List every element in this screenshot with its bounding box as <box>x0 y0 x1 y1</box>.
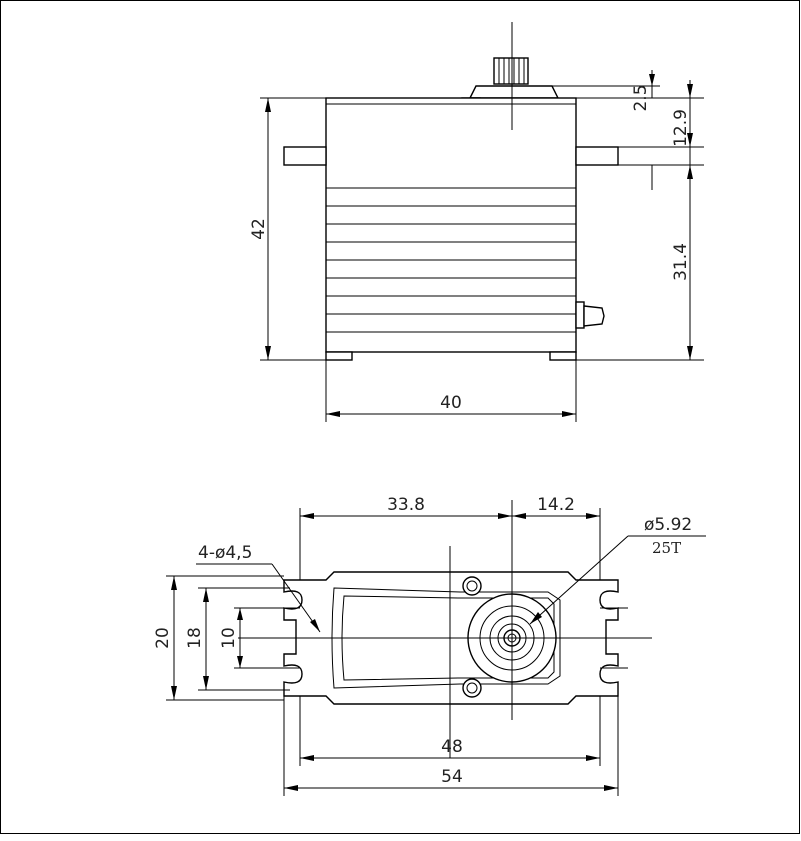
dim-top-to-tab-label: 12.9 <box>671 109 691 147</box>
case-screw-bottom <box>462 678 482 698</box>
dim-tab-to-bottom-label: 31.4 <box>671 243 691 281</box>
dim-top-spline-label: 2.5 <box>631 84 651 111</box>
dim-width-label: 40 <box>440 393 462 413</box>
top-view: 33.8 14.2 ø5.92 25T 4-ø4,5 20 18 10 <box>153 495 706 796</box>
dim-width-20-label: 20 <box>153 627 173 649</box>
servo-case <box>325 97 577 353</box>
side-view: 42 40 2.5 12.9 31.4 <box>249 22 704 422</box>
dim-width-18-label: 18 <box>185 627 205 649</box>
dim-total-length-label: 54 <box>441 767 463 787</box>
dim-spline-offset-label: 33.8 <box>387 495 425 515</box>
dim-hole-spacing-label: 48 <box>441 737 463 757</box>
dim-holes-label: 4-ø4,5 <box>198 543 252 563</box>
top-boss <box>468 85 560 99</box>
dim-height-label: 42 <box>249 218 269 240</box>
left-mount-tab <box>283 146 327 166</box>
cooling-fins <box>326 187 576 333</box>
right-mount-tab <box>575 146 619 166</box>
dim-spline-edge-label: 14.2 <box>537 495 575 515</box>
top-recess <box>331 587 561 689</box>
case-screw-top <box>462 576 482 596</box>
dim-spline-teeth-label: 25T <box>652 539 681 557</box>
cable-gland <box>575 301 585 329</box>
output-spline <box>493 57 529 85</box>
dim-width-10-label: 10 <box>219 627 239 649</box>
dim-spline-diameter-label: ø5.92 <box>644 515 692 535</box>
